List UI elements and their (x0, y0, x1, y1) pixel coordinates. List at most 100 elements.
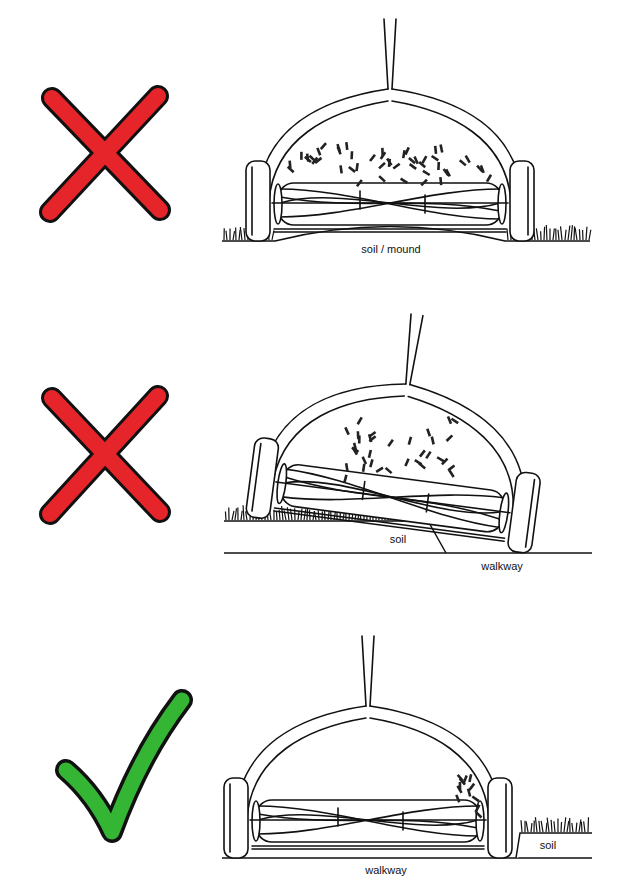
grass-blade (235, 227, 237, 240)
clipping (472, 795, 480, 802)
clipping (422, 170, 430, 176)
clipping (462, 775, 467, 783)
reel-mower (224, 636, 512, 858)
clipping (387, 439, 394, 447)
clipping (447, 464, 455, 471)
clipping (414, 459, 422, 465)
soil-label: soil (388, 533, 409, 546)
clipping (380, 152, 387, 160)
grass-blade (318, 510, 320, 520)
grass-blade (587, 817, 589, 832)
wrong-mark (50, 96, 160, 212)
soil-label: soil (538, 839, 559, 852)
grass-blade (229, 228, 230, 240)
clipping (345, 142, 348, 150)
grass-blade (233, 231, 235, 240)
grass-blade (545, 823, 547, 832)
clipping (361, 456, 367, 464)
grass-blade (547, 818, 549, 832)
grass-blade (582, 230, 584, 240)
clipping (287, 166, 295, 173)
clipping (343, 474, 348, 482)
clipping (404, 458, 410, 466)
clipping (300, 152, 303, 160)
grass-blade (237, 507, 238, 520)
grass-blade (560, 822, 562, 832)
clipping (439, 177, 442, 185)
grass-blade (551, 820, 553, 832)
clipping (358, 435, 361, 443)
clipping (344, 427, 350, 435)
grass-blade (585, 227, 587, 240)
clipping (434, 146, 437, 154)
grass-blade (549, 229, 550, 240)
clipping (474, 804, 480, 812)
clipping (437, 456, 445, 462)
grass-blade (589, 230, 591, 240)
grass-blade (564, 817, 566, 832)
clipping (465, 155, 471, 163)
grass-blade (520, 820, 522, 832)
clipping (420, 179, 427, 186)
clipping (426, 428, 431, 436)
clipping (439, 144, 443, 152)
clipping (362, 464, 366, 472)
clipping (431, 155, 439, 162)
clipping (443, 168, 450, 176)
clipping (459, 782, 462, 790)
clipping (388, 159, 391, 167)
grass-blade (244, 228, 245, 240)
clipping (369, 435, 377, 442)
clipping (437, 162, 440, 170)
grass-blade (298, 512, 299, 520)
grass-blade (568, 226, 570, 240)
grass-blade (276, 511, 278, 520)
grass-blade (565, 230, 566, 240)
clipping (386, 158, 393, 166)
clipping (408, 436, 413, 444)
clipping (356, 179, 363, 187)
grass-blade (553, 229, 554, 240)
clipping (413, 156, 419, 164)
grass-blade (557, 818, 558, 832)
grass-blade (228, 507, 229, 520)
clipping (351, 446, 359, 453)
clipping (393, 163, 401, 170)
clipping (446, 434, 454, 441)
clipping (431, 436, 435, 444)
grass-clippings (343, 416, 459, 483)
grass-blade (526, 821, 528, 832)
grass-blade (240, 227, 242, 240)
walkway-label: walkway (479, 560, 525, 573)
clipping (400, 177, 408, 183)
reel-mower (246, 19, 534, 241)
clipping (447, 416, 452, 424)
clipping (419, 450, 426, 458)
grass-blade (546, 225, 548, 240)
clipping (350, 151, 353, 159)
clipping (339, 165, 343, 173)
grass (521, 817, 588, 832)
clipping (357, 417, 363, 425)
clipping (355, 163, 359, 171)
reel-mower (245, 296, 560, 554)
grass-blade (235, 508, 236, 520)
grass-blade (321, 511, 323, 520)
grass-blade (569, 818, 571, 832)
clipping (467, 788, 472, 796)
grass-blade (581, 822, 583, 832)
grass-blade (232, 511, 234, 520)
clipping (421, 155, 427, 163)
correct-mark (66, 700, 182, 832)
clipping (486, 174, 492, 182)
grass-blade (575, 823, 577, 832)
clipping (316, 147, 321, 155)
grass-blade (239, 230, 240, 240)
clipping (402, 150, 406, 158)
grass-blade (533, 820, 534, 832)
clipping (320, 142, 327, 150)
grass-clippings (287, 142, 492, 187)
walkway-label: walkway (363, 864, 409, 877)
clipping (309, 155, 317, 162)
